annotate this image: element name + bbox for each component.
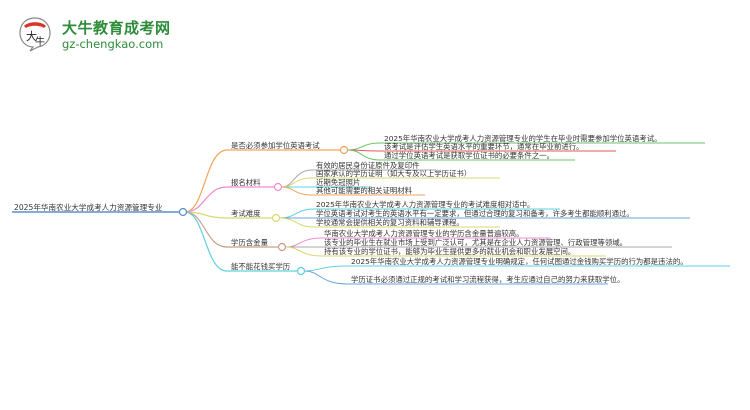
leaf-node: 该专业的毕业生在就业市场上受到广泛认可，尤其是在企业人力资源管理、行政管理等领域… <box>324 238 628 247</box>
mindmap-root[interactable]: 2025年华南农业大学成考人力资源管理专业 <box>14 203 163 212</box>
leaf-node: 2025年华南农业大学成考人力资源管理专业的学生在毕业时需要参加学位英语考试。 <box>384 134 662 143</box>
leaf-node: 有效的居民身份证原件及复印件 <box>316 161 420 170</box>
leaf-node: 其他可能需要的相关证明材料 <box>316 186 413 195</box>
branch-exam-difficulty[interactable]: 考试难度 <box>231 209 261 218</box>
leaf-node: 学校通常会提供相关的复习资料和辅导课程。 <box>316 218 464 227</box>
svg-text:大: 大 <box>26 29 37 43</box>
leaf-node: 近期免冠照片 <box>316 178 361 187</box>
leaf-node: 持有该专业的学位证书，能够为毕业生提供更多的就业机会和职业发展空间。 <box>324 247 576 256</box>
leaf-node: 学历证书必须通过正规的考试和学习流程获得，考生应通过自己的努力来获取学位。 <box>351 275 625 284</box>
branch-degree-value[interactable]: 学历含金量 <box>231 238 268 247</box>
logo-url: gz-chengkao.com <box>62 37 164 51</box>
svg-text:牛: 牛 <box>35 35 45 48</box>
branch-english-exam[interactable]: 是否必须参加学位英语考试 <box>231 141 320 150</box>
branch-registration-materials[interactable]: 报名材料 <box>231 178 261 187</box>
leaf-node: 通过学位英语考试是获取学位证书的必要条件之一。 <box>384 151 554 160</box>
leaf-node: 华南农业大学成考人力资源管理专业的学历含金量普遍较高。 <box>324 229 524 238</box>
branch-buy-degree[interactable]: 能不能花钱买学历 <box>231 262 291 271</box>
leaf-node: 2025年华南农业大学成考人力资源管理专业明确规定，任何试图通过金钱购买学历的行… <box>351 257 688 266</box>
logo-title: 大牛教育成考网 <box>62 19 171 37</box>
leaf-node: 该考试是评估学生英语水平的重要环节，通常在毕业前进行。 <box>384 142 584 151</box>
leaf-node: 2025年华南农业大学成考人力资源管理专业的考试难度相对适中。 <box>316 200 535 209</box>
leaf-node: 学位英语考试对考生的英语水平有一定要求，但通过合理的复习和备考，许多考生都能顺利… <box>316 209 634 218</box>
logo-mark-icon: 大 牛 <box>19 17 51 52</box>
site-logo[interactable]: 大 牛 大牛教育成考网 gz-chengkao.com <box>18 14 198 54</box>
leaf-node: 国家承认的学历证明（如大专及以上学历证书） <box>316 169 472 178</box>
